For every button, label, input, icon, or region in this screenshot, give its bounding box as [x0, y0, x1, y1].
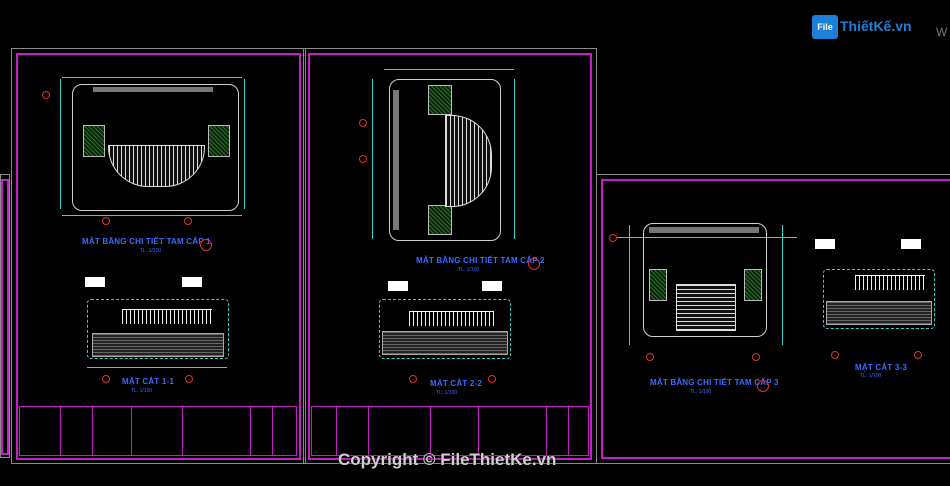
- axis-marker: [42, 91, 50, 99]
- section-frame: [379, 299, 511, 359]
- wall: [393, 90, 399, 230]
- sheet-inner-frame: [1, 179, 9, 455]
- section-scale: TL: 1/100: [860, 373, 882, 379]
- title-block: [19, 406, 297, 456]
- axis-marker: [646, 353, 654, 361]
- sheet-inner-frame: [16, 53, 301, 460]
- dimension-line: [617, 237, 797, 238]
- partial-watermark: W: [936, 25, 948, 39]
- plan-title: MẶT BẰNG CHI TIẾT TAM CẤP 1: [82, 237, 211, 246]
- foundation: [382, 331, 508, 355]
- section-marker: [200, 239, 212, 251]
- stair-plan-1: [72, 84, 239, 211]
- level-tag: [482, 281, 502, 291]
- wall: [649, 227, 759, 233]
- dimension-line: [62, 77, 242, 78]
- section-frame: [87, 299, 229, 359]
- section-title: MẶT CẮT 2-2: [430, 379, 482, 388]
- level-tag: [815, 239, 835, 249]
- dimension-line: [782, 225, 783, 345]
- dimension-line: [87, 367, 227, 368]
- sheet-inner-frame: [601, 179, 950, 459]
- axis-marker: [914, 351, 922, 359]
- planter-bottom: [428, 205, 452, 235]
- dimension-line: [62, 215, 242, 216]
- level-tag: [85, 277, 105, 287]
- dimension-line: [629, 225, 630, 345]
- balustrade: [122, 309, 212, 324]
- axis-marker: [488, 375, 496, 383]
- section-marker: [757, 380, 769, 392]
- stair-steps: [108, 145, 205, 187]
- planter-right: [208, 125, 230, 157]
- axis-marker: [102, 375, 110, 383]
- axis-marker: [185, 375, 193, 383]
- axis-marker: [184, 217, 192, 225]
- logo-icon: File: [812, 15, 838, 39]
- section-scale: TL: 1/100: [436, 390, 458, 396]
- balustrade: [855, 275, 925, 290]
- planter-left: [83, 125, 105, 157]
- axis-marker: [102, 217, 110, 225]
- section-frame: [823, 269, 935, 329]
- axis-marker: [359, 155, 367, 163]
- stair-steps: [445, 115, 492, 207]
- plan-title: MẶT BẰNG CHI TIẾT TAM CẤP 2: [416, 256, 545, 265]
- balustrade: [409, 311, 494, 326]
- dimension-line: [384, 69, 514, 70]
- section-title: MẶT CẮT 1-1: [122, 377, 174, 386]
- copyright-watermark: Copyright © FileThietKe.vn: [338, 450, 557, 469]
- dimension-line: [372, 79, 373, 239]
- foundation: [826, 301, 932, 325]
- axis-marker: [752, 353, 760, 361]
- axis-marker: [609, 234, 617, 242]
- foundation: [92, 333, 224, 357]
- wall: [93, 87, 213, 92]
- axis-marker: [831, 351, 839, 359]
- plan-title: MẶT BẰNG CHI TIẾT TAM CẤP 3: [650, 378, 779, 387]
- logo-text: ThiếtKế.vn: [840, 18, 912, 34]
- drawing-sheet-1[interactable]: MẶT BẰNG CHI TIẾT TAM CẤP 1 TL: 1/100 MẶ…: [11, 48, 306, 464]
- planter-top: [428, 85, 452, 115]
- sheet-inner-frame: [308, 53, 592, 460]
- stair-plan-3: [643, 223, 767, 337]
- drawing-sheet-2[interactable]: MẶT BẰNG CHI TIẾT TAM CẤP 2 TL: 1/100 MẶ…: [303, 48, 597, 464]
- section-title: MẶT CẮT 3-3: [855, 363, 907, 372]
- planter-left: [649, 269, 667, 301]
- section-scale: TL: 1/100: [131, 388, 153, 394]
- dimension-line: [514, 79, 515, 239]
- level-tag: [901, 239, 921, 249]
- plan-scale: TL: 1/100: [690, 389, 712, 395]
- stair-plan-2: [389, 79, 501, 241]
- section-marker: [528, 258, 540, 270]
- plan-scale: TL: 1/100: [140, 248, 162, 254]
- level-tag: [388, 281, 408, 291]
- plan-scale: TL: 1/100: [458, 267, 480, 273]
- dimension-line: [244, 79, 245, 209]
- title-block: [311, 406, 589, 456]
- axis-marker: [409, 375, 417, 383]
- planter-right: [744, 269, 762, 301]
- level-tag: [182, 277, 202, 287]
- drawing-sheet-partial: [0, 174, 10, 458]
- drawing-sheet-3[interactable]: MẶT BẰNG CHI TIẾT TAM CẤP 3 TL: 1/100 MẶ…: [596, 174, 950, 464]
- site-logo[interactable]: File ThiếtKế.vn: [812, 15, 922, 41]
- stair-steps: [676, 284, 736, 331]
- axis-marker: [359, 119, 367, 127]
- dimension-line: [60, 79, 61, 209]
